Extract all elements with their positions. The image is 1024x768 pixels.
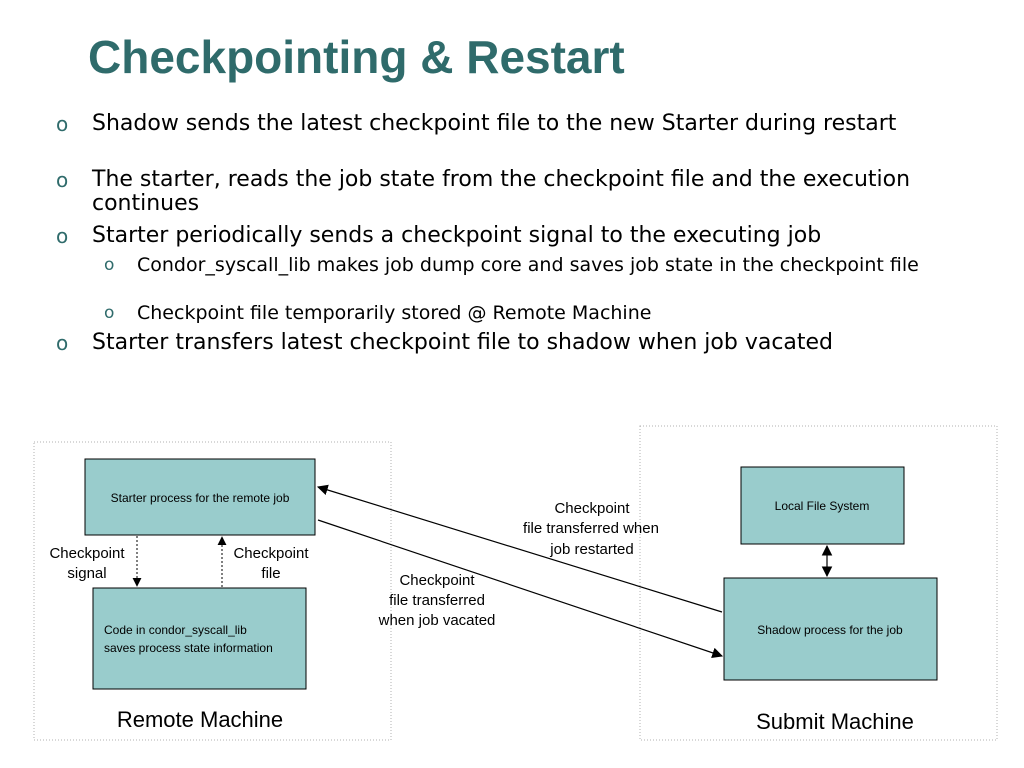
bullet-text: Starter transfers latest checkpoint file… <box>92 330 834 355</box>
bullet-item-3: o Starter periodically sends a checkpoin… <box>56 223 952 249</box>
remote-machine-label: Remote Machine <box>117 707 283 732</box>
vacate-label-line1: Checkpoint <box>399 572 475 589</box>
remote-machine-container <box>33 441 392 741</box>
bullet-text: Condor_syscall_lib makes job dump core a… <box>137 254 919 276</box>
checkpoint-signal-label-line1: Checkpoint <box>49 545 125 562</box>
code-box-label-line1: Code in condor_syscall_lib <box>104 623 247 637</box>
restart-label-line3: job restarted <box>549 541 633 558</box>
restart-label-line1: Checkpoint <box>554 500 630 517</box>
code-box-label-line2: saves process state information <box>104 641 273 655</box>
bullet-marker-icon: o <box>56 331 69 355</box>
local-file-system-box <box>740 466 905 545</box>
bullet-marker-icon: o <box>56 224 69 248</box>
checkpoint-signal-label-line2: signal <box>67 565 106 582</box>
restart-transfer-arrow <box>316 484 723 613</box>
bullet-text: Starter periodically sends a checkpoint … <box>92 223 822 248</box>
starter-process-box <box>84 458 316 536</box>
bullet-item-4: o Starter transfers latest checkpoint fi… <box>56 330 952 356</box>
vacate-label-line2: file transferred <box>389 592 485 609</box>
vacate-transfer-arrow <box>317 519 724 659</box>
bullet-text: The starter, reads the job state from th… <box>92 167 911 216</box>
bullet-marker-icon: o <box>56 168 69 192</box>
shadow-process-label: Shadow process for the job <box>757 623 903 637</box>
bullet-subitem-2: o Checkpoint file temporarily stored @ R… <box>104 302 987 324</box>
bullet-text: Shadow sends the latest checkpoint file … <box>92 111 897 136</box>
bullet-item-2: o The starter, reads the job state from … <box>56 167 952 216</box>
checkpoint-file-label-line1: Checkpoint <box>233 545 309 562</box>
checkpoint-file-label-line2: file <box>261 565 280 582</box>
submit-machine-container <box>639 425 998 741</box>
restart-label-line2: file transferred when <box>523 520 659 537</box>
bullet-marker-icon: o <box>104 303 115 323</box>
bullet-item-1: o Shadow sends the latest checkpoint fil… <box>56 111 952 137</box>
starter-process-label: Starter process for the remote job <box>111 491 290 505</box>
vacate-label-line3: when job vacated <box>378 612 496 629</box>
local-file-system-label: Local File System <box>775 499 870 513</box>
bullet-text: Checkpoint file temporarily stored @ Rem… <box>137 302 652 324</box>
bullet-marker-icon: o <box>56 112 69 136</box>
bullet-marker-icon: o <box>104 255 115 275</box>
code-box <box>92 587 307 690</box>
slide-title: Checkpointing & Restart <box>88 31 625 83</box>
bullet-subitem-1: o Condor_syscall_lib makes job dump core… <box>104 254 987 276</box>
submit-machine-label: Submit Machine <box>756 709 914 734</box>
shadow-process-box <box>723 577 938 681</box>
